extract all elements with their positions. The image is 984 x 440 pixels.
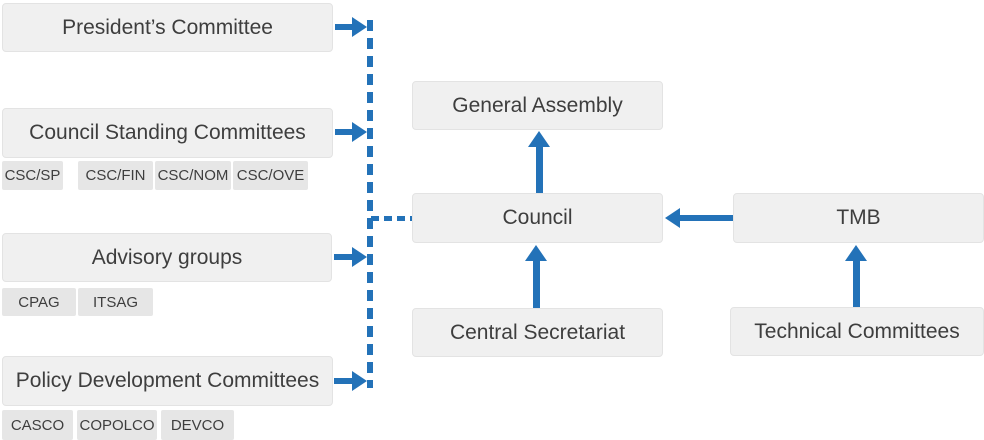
box-general-assembly: General Assembly xyxy=(412,81,663,130)
box-council: Council xyxy=(412,193,663,243)
dashed-vertical-connector-line xyxy=(367,20,373,388)
box-policy-development-committees: Policy Development Committees xyxy=(2,356,333,406)
arrow-tmb-to-council-head xyxy=(665,208,680,228)
arrow-council-to-general-assembly-shaft xyxy=(536,147,543,193)
sub-box-cpag: CPAG xyxy=(2,288,76,316)
sub-box-csc-sp: CSC/SP xyxy=(2,161,63,190)
arrow-advisory-groups-shaft xyxy=(334,254,353,260)
sub-box-casco: CASCO xyxy=(2,410,73,440)
sub-box-csc-ove: CSC/OVE xyxy=(233,161,308,190)
sub-box-itsag: ITSAG xyxy=(78,288,153,316)
box-central-secretariat: Central Secretariat xyxy=(412,308,663,357)
arrow-policy-development-committees-head xyxy=(352,371,367,391)
dashed-connector-to-council xyxy=(371,216,412,221)
box-technical-committees: Technical Committees xyxy=(730,307,984,356)
sub-box-devco: DEVCO xyxy=(161,410,234,440)
box-tmb: TMB xyxy=(733,193,984,243)
sub-box-csc-nom: CSC/NOM xyxy=(155,161,231,190)
arrow-presidents-committee-head xyxy=(352,17,367,37)
arrow-technical-committees-to-tmb-head xyxy=(845,245,867,261)
arrow-central-secretariat-to-council-shaft xyxy=(533,261,540,308)
arrow-council-standing-committees-head xyxy=(352,122,367,142)
box-council-standing-committees: Council Standing Committees xyxy=(2,108,333,158)
box-presidents-committee: President’s Committee xyxy=(2,3,333,52)
sub-box-copolco: COPOLCO xyxy=(77,410,157,440)
arrow-council-to-general-assembly-head xyxy=(528,131,550,147)
arrow-technical-committees-to-tmb-shaft xyxy=(853,261,860,307)
arrow-council-standing-committees-shaft xyxy=(335,129,353,135)
arrow-advisory-groups-head xyxy=(352,247,367,267)
arrow-central-secretariat-to-council-head xyxy=(525,245,547,261)
arrow-policy-development-committees-shaft xyxy=(334,378,353,384)
sub-box-csc-fin: CSC/FIN xyxy=(78,161,153,190)
arrow-tmb-to-council-shaft xyxy=(680,215,733,221)
box-advisory-groups: Advisory groups xyxy=(2,233,332,282)
arrow-presidents-committee-shaft xyxy=(335,24,353,30)
